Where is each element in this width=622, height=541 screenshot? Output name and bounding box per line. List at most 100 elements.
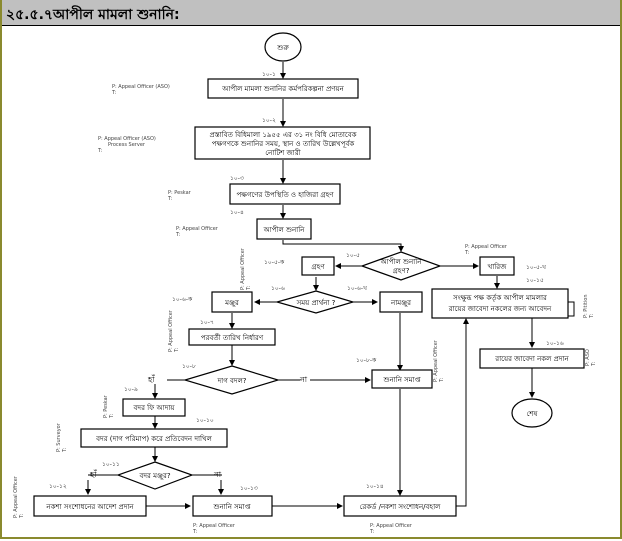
role-label: T: — [167, 196, 173, 202]
decision-label: আপীল শুনানি — [380, 257, 423, 266]
role-label: P: Appeal Officer — [240, 247, 246, 290]
yes-label: হাঁ — [89, 469, 98, 479]
role-label: P: Pitition — [583, 294, 589, 318]
step-label: বদর ফি আদায় — [133, 404, 176, 412]
step-number: ১০-১৩ — [240, 485, 258, 492]
step-label: পরবর্তী তারিখ নির্ধারণ — [201, 333, 264, 342]
step-label: রায়ের জাবেদা নকল প্রদান — [494, 355, 569, 363]
step-box-10-6-k — [211, 291, 253, 313]
step-number: ১০-১২ — [49, 483, 67, 490]
end-terminal — [511, 398, 553, 428]
section-header: ২৫.৫.৭আপীল মামলা শুনানি: — [2, 0, 620, 26]
step-number: ১০-৫ — [346, 252, 360, 259]
step-box-10-5-kh — [479, 256, 515, 276]
role-label: T: — [192, 529, 198, 535]
role-label: P: Appeal Officer — [433, 339, 439, 382]
step-box-10-10 — [80, 428, 228, 448]
yes-label: হাঁ — [147, 374, 156, 384]
step-label: বদর (দাগ পরিমাপ) করে প্রতিবেদন দাখিল — [95, 435, 212, 443]
role-label: T: — [589, 313, 595, 319]
step-label: খারিজ — [488, 263, 507, 271]
role-label: T: — [175, 232, 181, 238]
connector — [282, 240, 404, 252]
role-label: T: — [174, 347, 180, 353]
step-number: ১০-১০ — [196, 417, 214, 424]
step-label: নকশা সংশোধনের আদেশ প্রদান — [45, 503, 134, 511]
step-number: ১০-৮-ক — [356, 357, 377, 364]
step-label: নামঞ্জুর — [390, 299, 411, 307]
decision-label: বদর মঞ্জুর? — [138, 472, 170, 480]
role-label: T: — [369, 529, 375, 535]
role-label: T: — [97, 148, 103, 154]
decision-label: দাগ বদল? — [216, 377, 246, 385]
step-label: রায়ের জাবেদা নকলের জন্য আবেদন — [448, 305, 552, 313]
step-label: গ্রহণ — [311, 263, 325, 271]
decision-10-5 — [360, 251, 442, 281]
role-label: T: — [111, 90, 117, 96]
role-label: P: Appeal Officer — [168, 309, 174, 352]
decision-10-11 — [116, 461, 194, 490]
no-label: না — [299, 375, 308, 384]
step-number: ১০-৬-ক — [172, 296, 193, 303]
step-number: ১০-৩ — [230, 175, 244, 182]
step-box-10-13 — [192, 495, 273, 517]
role-label: T: — [591, 361, 597, 367]
step-number: ১০-৬ — [271, 285, 285, 292]
step-box-10-4 — [256, 218, 312, 240]
role-label: P: Appeal Officer — [193, 523, 236, 529]
step-number: ১০-৫-খ — [526, 264, 547, 271]
role-label: T: — [246, 285, 252, 291]
step-box-10-1 — [207, 78, 359, 99]
role-label: P: ASO — [585, 349, 591, 366]
step-box-10-16 — [479, 348, 585, 369]
step-box-10-3 — [229, 183, 341, 205]
step-label: নোটিশ জারী — [265, 148, 301, 157]
step-label: শুনানি সমাপ্ত — [383, 376, 421, 384]
role-label: P: Appeal Officer (ASO) — [98, 136, 156, 142]
step-box-10-15 — [431, 288, 569, 319]
role-label: P: Appeal Officer (ASO) — [112, 84, 170, 90]
start-label: শুরু — [276, 44, 289, 52]
role-label: T: — [109, 413, 115, 419]
decision-10-8 — [182, 365, 281, 395]
step-label: প্রস্তাবিত বিধিমালা ১৯৫৫ এর ৩১ নং বিধি ম… — [209, 131, 356, 139]
start-terminal — [264, 32, 302, 62]
step-number: ১০-৫-ক — [264, 259, 285, 266]
step-label: শুনানি সমাপ্ত — [213, 503, 251, 511]
step-box-10-7 — [188, 328, 276, 346]
step-label: পক্ষগণকে শুনানির সময়, স্থান ও তারিখ উল্… — [212, 139, 355, 148]
step-label: আপীল মামলা শুনানির কর্মপরিকল্পনা প্রণয়ন — [221, 84, 344, 93]
role-label: P: Appeal Officer — [370, 523, 413, 529]
decision-10-6 — [274, 290, 356, 314]
step-number: ১০-১৪ — [366, 483, 384, 490]
role-label: T: — [19, 513, 25, 519]
decision-label: গ্রহণ? — [393, 267, 410, 275]
role-label: T: — [464, 250, 470, 256]
role-label: T: — [62, 447, 68, 453]
step-number: ১০-৬-খ — [347, 285, 368, 292]
role-label: P: Peskar — [168, 190, 192, 196]
step-number: ১০-৯ — [124, 386, 138, 393]
step-box-10-9 — [122, 398, 186, 417]
step-number: ১০-১৬ — [546, 340, 564, 347]
role-label: P: Surveyor — [56, 422, 62, 452]
step-box-10-6-kh — [379, 291, 423, 313]
role-label: P: Appeal Officer — [465, 244, 508, 250]
section-title: ২৫.৫.৭আপীল মামলা শুনানি: — [6, 7, 180, 23]
connector — [456, 318, 469, 507]
step-number: ১০-৭ — [200, 319, 214, 326]
step-label: সংক্ষুব্ধ পক্ষ কর্তৃক আপীল মামলার — [452, 293, 547, 302]
no-label: না — [213, 470, 222, 479]
step-label: মঞ্জুর — [224, 299, 239, 307]
step-number: ১০-১ — [262, 71, 276, 78]
end-label: শেষ — [527, 410, 538, 418]
step-number: ১০-৮ — [182, 363, 196, 370]
step-box-10-8-k — [371, 369, 433, 389]
step-number: ১০-২ — [262, 117, 276, 124]
connector — [529, 301, 575, 348]
role-label: T: — [439, 377, 445, 383]
step-label: আপীল শুনানি — [263, 225, 306, 234]
step-label: পক্ষগণের উপস্থিতি ও হাজিরা গ্রহণ — [236, 190, 334, 199]
role-label: P: Appeal Officer — [176, 226, 219, 232]
